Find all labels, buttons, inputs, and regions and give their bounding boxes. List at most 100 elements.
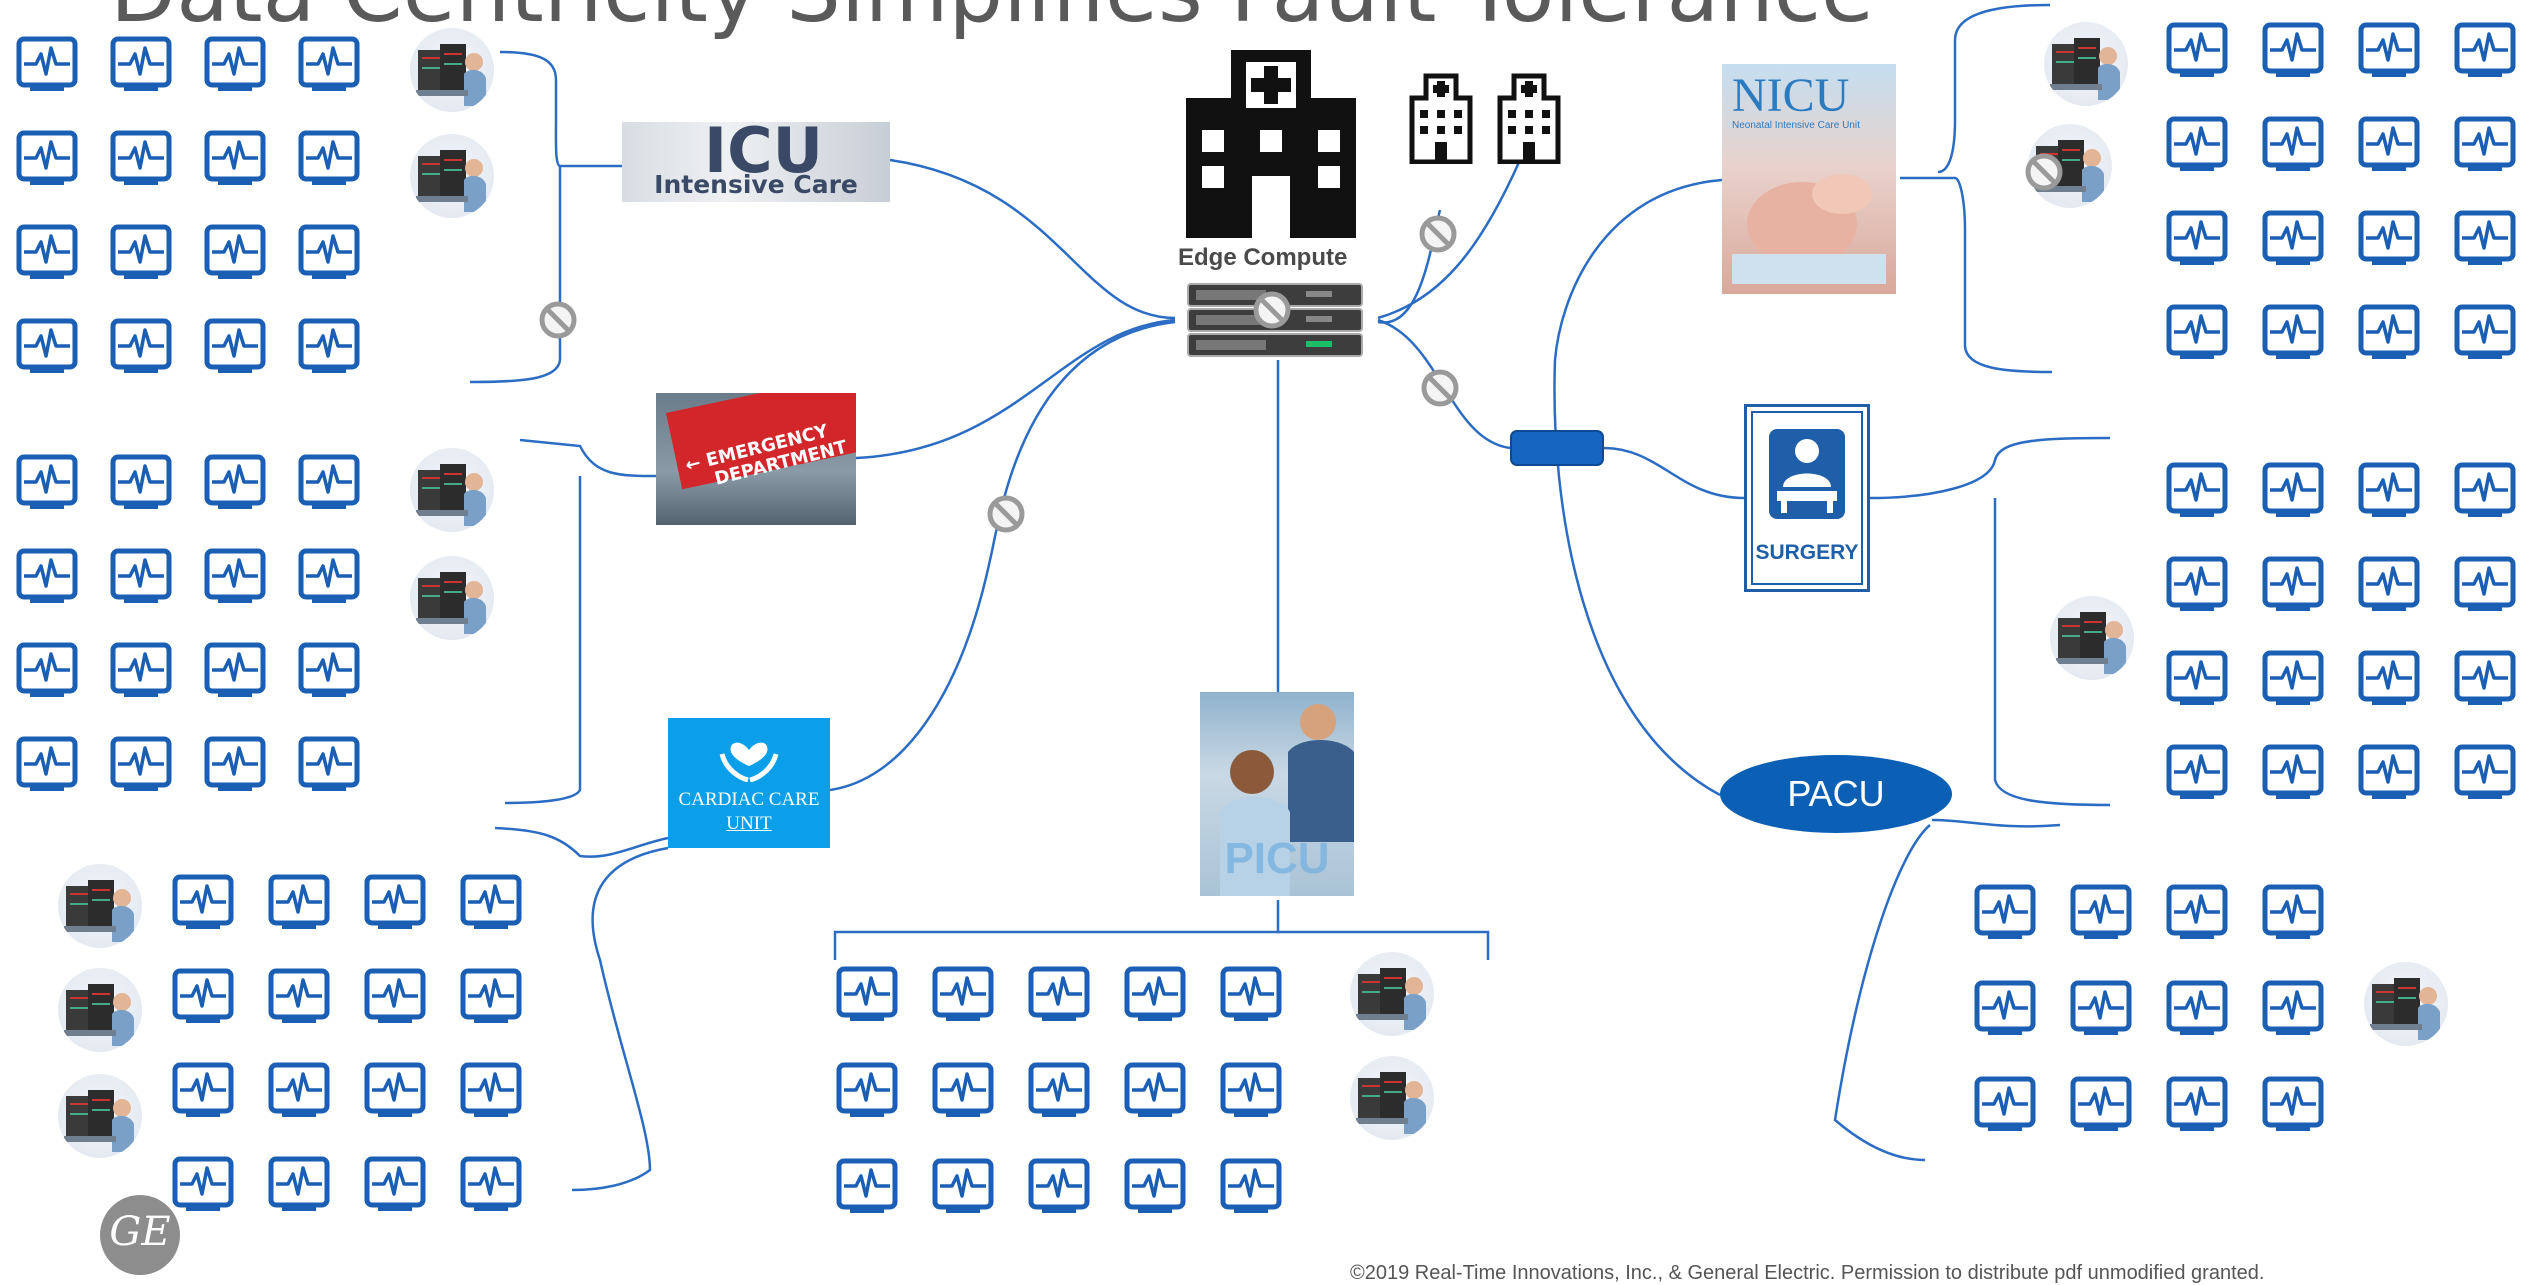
patient-monitor-icon [2454, 22, 2516, 80]
blocked-link-icon [538, 300, 578, 340]
patient-monitor-icon [298, 548, 360, 606]
patient-monitor-icon [298, 642, 360, 700]
patient-monitor-icon [2358, 304, 2420, 362]
patient-monitor-icon [2166, 22, 2228, 80]
patient-monitor-icon [460, 1156, 522, 1214]
clinician-workstation-icon [410, 448, 494, 532]
patient-monitor-icon [16, 454, 78, 512]
patient-monitor-icon [2454, 210, 2516, 268]
patient-monitor-icon [2166, 884, 2228, 942]
blocked-link-icon [1252, 290, 1292, 330]
patient-monitor-icon [16, 224, 78, 282]
patient-monitor-icon [836, 1158, 898, 1216]
patient-monitor-icon [16, 130, 78, 188]
patient-monitor-icon [2262, 556, 2324, 614]
blocked-link-icon [1418, 214, 1458, 254]
patient-monitor-icon [1220, 966, 1282, 1024]
patient-monitor-icon [16, 642, 78, 700]
server-rack-icon [1186, 282, 1364, 358]
patient-monitor-icon [204, 642, 266, 700]
patient-monitor-icon [2454, 744, 2516, 802]
patient-monitor-icon [364, 874, 426, 932]
pacu-label: PACU [1787, 773, 1885, 814]
patient-monitor-icon [16, 36, 78, 94]
blocked-link-icon [986, 494, 1026, 534]
patient-monitor-icon [204, 36, 266, 94]
clinician-workstation-icon [410, 556, 494, 640]
patient-monitor-icon [298, 224, 360, 282]
clinician-workstation-icon [1350, 952, 1434, 1036]
patient-monitor-icon [16, 736, 78, 794]
patient-monitor-icon [836, 1062, 898, 1120]
icu-unit-image: ICU Intensive Care Unit [622, 122, 890, 202]
emergency-department-image: ← EMERGENCY DEPARTMENT [656, 393, 856, 525]
patient-monitor-icon [932, 966, 994, 1024]
patient-monitor-icon [1028, 1158, 1090, 1216]
patient-monitor-icon [268, 968, 330, 1026]
patient-monitor-icon [2166, 744, 2228, 802]
patient-monitor-icon [1124, 1062, 1186, 1120]
hospital-icon [1496, 72, 1562, 165]
clinician-workstation-icon [1350, 1056, 1434, 1140]
patient-monitor-icon [298, 736, 360, 794]
patient-monitor-icon [1974, 980, 2036, 1038]
hospital-icon [1176, 38, 1366, 238]
patient-monitor-icon [1220, 1158, 1282, 1216]
blocked-link-icon [1420, 368, 1460, 408]
hospital-icon [1408, 72, 1474, 165]
patient-monitor-icon [2454, 116, 2516, 174]
patient-monitor-icon [2454, 650, 2516, 708]
clinician-workstation-icon [58, 864, 142, 948]
patient-monitor-icon [2358, 650, 2420, 708]
ge-logo-text: GE [109, 1209, 171, 1255]
patient-monitor-icon [1028, 966, 1090, 1024]
patient-monitor-icon [2166, 116, 2228, 174]
patient-monitor-icon [2166, 210, 2228, 268]
patient-monitor-icon [110, 130, 172, 188]
patient-monitor-icon [932, 1062, 994, 1120]
patient-monitor-icon [298, 454, 360, 512]
patient-monitor-icon [836, 966, 898, 1024]
patient-monitor-icon [1028, 1062, 1090, 1120]
network-switch [1510, 430, 1604, 466]
patient-monitor-icon [204, 454, 266, 512]
patient-monitor-icon [2166, 650, 2228, 708]
copyright-footer: ©2019 Real-Time Innovations, Inc., & Gen… [1350, 1262, 2265, 1284]
clinician-workstation-icon [2364, 962, 2448, 1046]
heart-hands-icon [719, 742, 779, 782]
patient-monitor-icon [2454, 556, 2516, 614]
patient-monitor-icon [2454, 462, 2516, 520]
baby-photo [1732, 174, 1886, 284]
patient-monitor-icon [110, 736, 172, 794]
patient-monitor-icon [2358, 210, 2420, 268]
patient-monitor-icon [110, 642, 172, 700]
patient-monitor-icon [2262, 650, 2324, 708]
patient-monitor-icon [110, 224, 172, 282]
patient-monitor-icon [2166, 462, 2228, 520]
surgery-unit-image: SURGERY [1744, 404, 1870, 592]
patient-monitor-icon [268, 1156, 330, 1214]
blocked-link-icon [2024, 152, 2064, 192]
patient-monitor-icon [2358, 22, 2420, 80]
patient-monitor-icon [1974, 884, 2036, 942]
slide-title: Data Centricity Simplifies Fault Toleran… [110, 0, 1874, 42]
patient-monitor-icon [460, 1062, 522, 1120]
patient-monitor-icon [2358, 556, 2420, 614]
patient-monitor-icon [2262, 884, 2324, 942]
patient-monitor-icon [2070, 884, 2132, 942]
patient-monitor-icon [172, 1156, 234, 1214]
patient-monitor-icon [110, 454, 172, 512]
pacu-node: PACU [1720, 755, 1952, 833]
patient-monitor-icon [172, 968, 234, 1026]
patient-monitor-icon [1974, 1076, 2036, 1134]
patient-monitor-icon [2454, 304, 2516, 362]
patient-monitor-icon [268, 874, 330, 932]
patient-monitor-icon [16, 548, 78, 606]
patient-monitor-icon [2262, 462, 2324, 520]
icu-small-label: Intensive Care Unit [654, 170, 858, 202]
patient-monitor-icon [2166, 556, 2228, 614]
clinician-workstation-icon [410, 134, 494, 218]
patient-monitor-icon [298, 318, 360, 376]
clinician-workstation-icon [58, 968, 142, 1052]
patient-monitor-icon [2358, 462, 2420, 520]
